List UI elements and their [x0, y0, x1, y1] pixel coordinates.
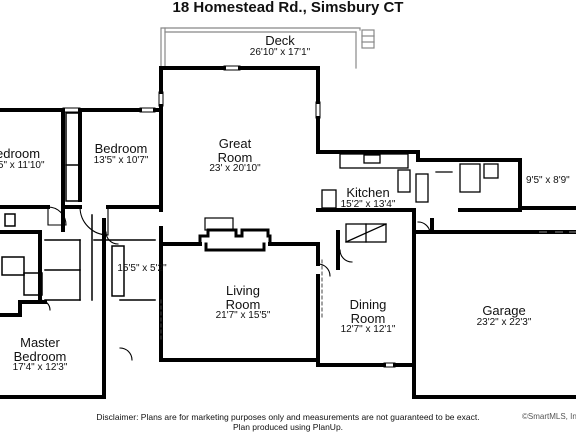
room-dims: 13'5" x 10'7"	[93, 154, 149, 166]
bedroom-left-label: edroom '5" x 11'10"	[0, 147, 54, 171]
fireplace	[198, 228, 272, 252]
kitchen-label: Kitchen 15'2" x 13'4"	[332, 186, 404, 210]
disclaimer: Disclaimer: Plans are for marketing purp…	[0, 412, 576, 433]
room-name-line2: Room	[350, 310, 386, 326]
room-name-line1: Master	[20, 335, 60, 350]
room-dims: 23'2" x 22'3"	[476, 316, 532, 328]
room-name-line2: Room	[225, 296, 261, 312]
room-dims: 15'5" x 5'2"	[117, 263, 167, 274]
bedroom-label: Bedroom 13'5" x 10'7"	[82, 142, 160, 166]
room-name-line2: Room	[217, 149, 253, 165]
room-dims: 26'10" x 17'1"	[249, 46, 311, 58]
small-room-label: 9'5" x 8'9"	[526, 175, 576, 187]
room-name: Garage	[482, 303, 526, 318]
hall-label: 15'5" x 5'2"	[114, 263, 170, 275]
master-walls	[0, 303, 106, 399]
door-swings	[39, 206, 431, 361]
room-name-line1: Dining	[349, 297, 387, 312]
living-room-label: Living Room 21'7" x 15'5"	[208, 284, 278, 322]
room-name: Kitchen	[346, 185, 390, 200]
room-dims: 9'5" x 8'9"	[526, 175, 570, 186]
kitchen-counters	[321, 153, 499, 243]
room-dims: 15'2" x 13'4"	[340, 198, 396, 210]
deck-outline	[160, 27, 375, 69]
disclaimer-line1: Disclaimer: Plans are for marketing purp…	[96, 412, 480, 422]
room-name: edroom	[0, 146, 41, 161]
disclaimer-line2: Plan produced using PlanUp.	[232, 421, 344, 432]
room-dims: 21'7" x 15'5"	[215, 310, 271, 322]
room-dims: 12'7" x 12'1"	[340, 324, 396, 336]
hearth	[204, 217, 234, 231]
room-name-line2: Bedroom	[13, 348, 67, 364]
dining-room-label: Dining Room 12'7" x 12'1"	[332, 298, 404, 336]
dashed-openings	[160, 259, 323, 341]
garage-label: Garage 23'2" x 22'3"	[464, 304, 544, 328]
room-name-line1: Great	[218, 136, 252, 151]
room-dims: '5" x 11'10"	[0, 159, 45, 171]
room-name: Bedroom	[94, 141, 148, 156]
room-name-line1: Living	[226, 283, 260, 298]
plan-title: 18 Homestead Rd., Simsbury CT	[172, 0, 404, 16]
great-room-label: Great Room 23' x 20'10"	[200, 137, 270, 175]
master-bedroom-label: Master Bedroom 17'4" x 12'3"	[2, 336, 78, 374]
room-dims: 17'4" x 12'3"	[12, 362, 68, 374]
deck-label: Deck 26'10" x 17'1"	[220, 34, 340, 58]
room-dims: 23' x 20'10"	[209, 163, 261, 175]
bath-walls	[0, 218, 106, 317]
room-name: Deck	[265, 33, 295, 48]
windows	[62, 65, 396, 368]
dining-walls	[316, 230, 576, 399]
copyright-watermark: ©SmartMLS, In	[522, 413, 576, 421]
